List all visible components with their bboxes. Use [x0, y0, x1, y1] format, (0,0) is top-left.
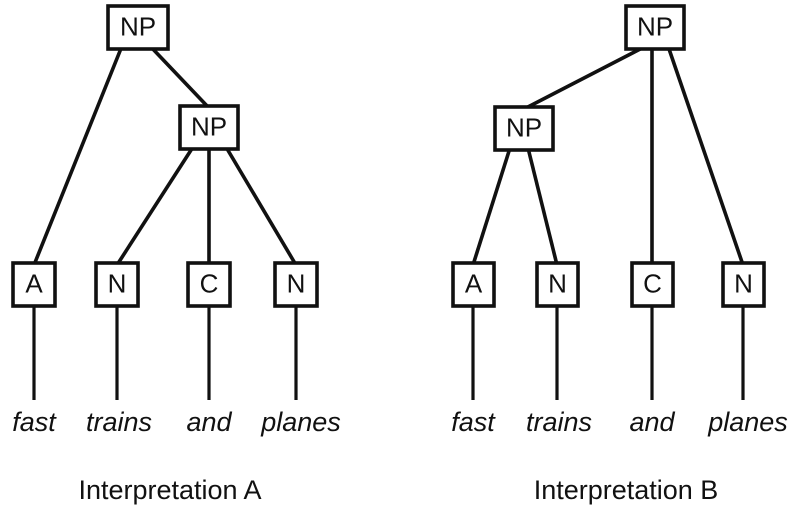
node-box-b-conj[interactable]: [630, 261, 675, 308]
node-box-b-root-np[interactable]: [624, 4, 686, 51]
tree-edge-a-inner-np-to-a-noun-1: [115, 146, 195, 266]
tree-edge-b-inner-np-to-b-adj: [471, 147, 512, 266]
node-box-a-root-np[interactable]: [106, 4, 170, 51]
node-label-b-noun-1: N: [548, 268, 567, 298]
word-label-b-conj: and: [629, 407, 675, 437]
node-label-a-adj: A: [25, 268, 43, 298]
node-box-a-noun-1[interactable]: [94, 261, 140, 308]
node-label-b-adj: A: [465, 268, 483, 298]
word-label-a-noun-1: trains: [86, 407, 152, 437]
word-label-b-noun-1: trains: [526, 407, 592, 437]
node-box-b-inner-np[interactable]: [493, 105, 555, 152]
node-label-a-conj: C: [200, 268, 219, 298]
word-label-a-adj: fast: [12, 407, 57, 437]
node-label-a-inner-np: NP: [191, 111, 227, 141]
node-label-b-root-np: NP: [637, 11, 673, 41]
node-label-a-noun-1: N: [108, 268, 127, 298]
tree-edge-a-root-np-to-a-adj: [32, 45, 124, 266]
tree-edge-b-root-np-to-b-noun-2: [666, 45, 745, 266]
node-box-a-noun-2[interactable]: [273, 261, 319, 308]
tree-edge-b-root-np-to-b-inner-np: [523, 44, 647, 111]
caption-interpretation-b: Interpretation B: [534, 475, 719, 505]
node-box-a-adj[interactable]: [11, 261, 57, 308]
tree-edge-a-inner-np-to-a-noun-2: [224, 146, 298, 266]
word-label-b-adj: fast: [451, 407, 496, 437]
word-label-a-noun-2: planes: [260, 407, 341, 437]
node-box-a-conj[interactable]: [186, 261, 232, 308]
node-label-a-root-np: NP: [120, 11, 156, 41]
node-box-b-adj[interactable]: [451, 261, 496, 308]
node-box-b-noun-1[interactable]: [535, 261, 580, 308]
node-box-b-noun-2[interactable]: [721, 261, 766, 308]
node-label-b-inner-np: NP: [506, 112, 542, 142]
tree-edge-b-inner-np-to-b-noun-1: [526, 147, 559, 266]
word-label-b-noun-2: planes: [707, 407, 788, 437]
caption-interpretation-a: Interpretation A: [78, 475, 261, 505]
node-box-a-inner-np[interactable]: [178, 104, 240, 151]
word-label-a-conj: and: [186, 407, 232, 437]
node-label-a-noun-2: N: [287, 268, 306, 298]
node-label-b-noun-2: N: [734, 268, 753, 298]
tree-edge-a-root-np-to-a-inner-np: [148, 44, 211, 110]
node-label-b-conj: C: [643, 268, 662, 298]
